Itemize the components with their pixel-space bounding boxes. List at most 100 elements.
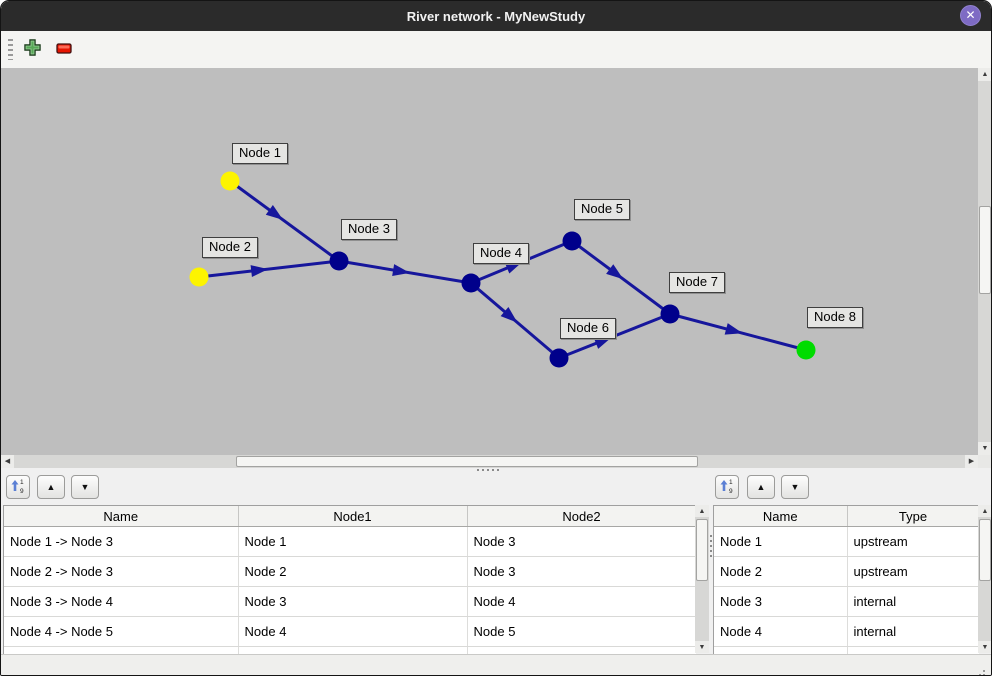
scroll-down-arrow[interactable]: ▼ [978,442,991,455]
scroll-left-arrow[interactable]: ◀ [1,455,14,468]
horizontal-splitter[interactable] [1,468,991,472]
edge-arrow-icon [500,306,518,323]
status-bar [1,654,991,675]
vertical-splitter[interactable] [709,472,713,654]
table-cell[interactable]: internal [847,586,979,617]
network-edge[interactable] [198,259,340,279]
table-cell[interactable]: Node 3 [467,556,696,587]
network-node-node-1[interactable] [220,171,240,191]
title-bar: River network - MyNewStudy ✕ [1,1,991,31]
column-header[interactable]: Node1 [238,506,468,527]
canvas-vertical-scrollbar[interactable]: ▲ ▼ [978,68,991,455]
table-cell[interactable]: Node 1 [238,526,468,557]
nodes-sort-button[interactable]: 1 9 [715,475,739,499]
remove-node-button[interactable] [53,38,75,60]
edge-arrow-icon [606,264,624,280]
splitter-grip-icon [477,469,501,471]
table-cell[interactable]: Node 4 -> Node 5 [4,616,239,647]
table-cell[interactable] [847,646,979,654]
table-cell[interactable]: Node 2 [238,556,468,587]
network-node-node-7[interactable] [660,304,680,324]
branches-move-up-button[interactable]: ▲ [37,475,65,499]
network-node-node-2[interactable] [189,267,209,287]
scroll-down-arrow[interactable]: ▼ [978,641,991,653]
up-triangle-icon: ▲ [46,481,56,492]
table-cell[interactable]: Node 1 -> Node 3 [4,526,239,557]
down-triangle-icon: ▼ [80,481,90,492]
table-cell[interactable]: internal [847,616,979,647]
canvas-vscroll-thumb[interactable] [979,206,991,294]
network-node-node-4[interactable] [461,273,481,293]
edge-arrow-icon [504,261,523,274]
splitter-grip-icon [710,535,712,559]
branches-move-down-button[interactable]: ▼ [71,475,99,499]
column-header[interactable]: Type [847,506,979,527]
table-cell[interactable]: Node 2 -> Node 3 [4,556,239,587]
network-node-node-8[interactable] [796,340,816,360]
branches-vscroll-thumb[interactable] [696,519,708,581]
column-header[interactable]: Name [714,506,848,527]
branches-sort-button[interactable]: 1 9 [6,475,30,499]
table-cell[interactable]: Node 1 [714,526,848,557]
network-node-node-3[interactable] [329,251,349,271]
table-cell[interactable]: Node 4 [714,616,848,647]
table-cell[interactable] [4,646,239,654]
table-row-partial[interactable] [4,646,696,654]
node-label: Node 6 [560,318,616,339]
network-node-node-6[interactable] [549,348,569,368]
scroll-right-arrow[interactable]: ▶ [965,455,978,468]
table-cell[interactable]: Node 5 [467,616,696,647]
nodes-vscroll-thumb[interactable] [979,519,991,581]
nodes-vertical-scrollbar[interactable]: ▲ ▼ [978,505,991,653]
canvas-hscroll-thumb[interactable] [236,456,698,467]
table-cell[interactable] [714,646,848,654]
resize-grip[interactable] [983,670,985,672]
node-label: Node 2 [202,237,258,258]
table-cell[interactable] [467,646,696,654]
table-cell[interactable]: Node 3 [467,526,696,557]
nodes-move-down-button[interactable]: ▼ [781,475,809,499]
edge-arrow-icon [724,323,743,335]
close-button[interactable]: ✕ [960,5,981,26]
table-cell[interactable]: upstream [847,556,979,587]
table-cell[interactable]: Node 3 -> Node 4 [4,586,239,617]
scroll-up-arrow[interactable]: ▲ [978,505,991,517]
toolbar-drag-handle[interactable] [8,39,13,60]
table-cell[interactable]: Node 3 [714,586,848,617]
scroll-up-arrow[interactable]: ▲ [695,505,709,517]
branches-vertical-scrollbar[interactable]: ▲ ▼ [695,505,709,653]
column-header[interactable]: Node2 [467,506,696,527]
nodes-move-up-button[interactable]: ▲ [747,475,775,499]
table-cell[interactable]: upstream [847,526,979,557]
table-cell[interactable]: Node 4 [238,616,468,647]
table-cell[interactable]: Node 4 [467,586,696,617]
column-header[interactable]: Name [4,506,239,527]
edge-arrow-icon [250,265,269,277]
toolbar [1,31,991,69]
network-graph[interactable] [1,68,978,455]
table-cell[interactable]: Node 3 [238,586,468,617]
scroll-up-arrow[interactable]: ▲ [978,68,991,81]
add-node-button[interactable] [21,38,43,60]
network-node-node-5[interactable] [562,231,582,251]
network-edge[interactable] [229,179,340,263]
node-label: Node 3 [341,219,397,240]
scroll-down-arrow[interactable]: ▼ [695,641,709,653]
canvas-horizontal-scrollbar[interactable]: ◀ ▶ [1,455,978,468]
table-row-partial[interactable] [714,646,979,654]
table-cell[interactable] [238,646,468,654]
sort-ascending-icon: 1 9 [10,478,26,497]
table-cell[interactable]: Node 2 [714,556,848,587]
